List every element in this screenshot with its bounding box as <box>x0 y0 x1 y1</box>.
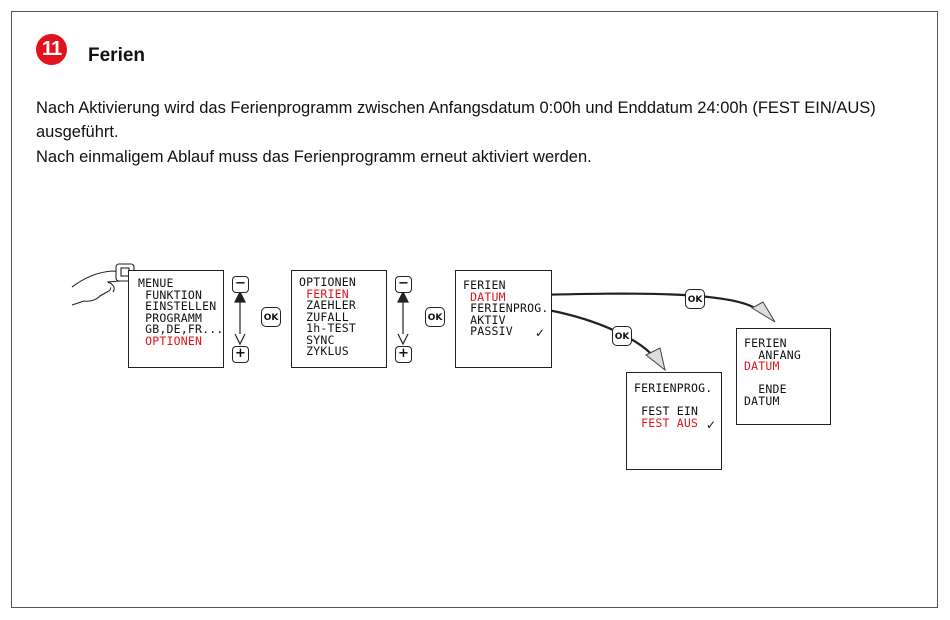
lcd-line: ZAEHLER <box>299 298 356 312</box>
lcd-screen-ferien: FERIEN DATUM FERIENPROG. AKTIV PASSIV <box>455 270 552 368</box>
lcd-line: ANFANG <box>744 347 801 362</box>
lcd-line-selected: DATUM <box>744 359 780 373</box>
lcd-line: FERIEN <box>463 278 506 292</box>
page-frame <box>11 11 938 608</box>
lcd-line: FUNKTION <box>138 287 203 302</box>
section-title: Ferien <box>88 45 146 66</box>
updown-arrow-icon-1 <box>234 290 246 346</box>
ok-button[interactable]: OK <box>685 289 705 309</box>
lcd-line: ZYKLUS <box>299 344 349 358</box>
lcd-line: ENDE <box>744 382 787 396</box>
description-paragraph-1: Nach Aktivierung wird das Ferienprogramm… <box>36 99 876 141</box>
ok-button[interactable]: OK <box>261 307 281 327</box>
minus-button[interactable]: − <box>232 276 249 293</box>
minus-button[interactable]: − <box>395 276 412 293</box>
lcd-line: SYNC <box>299 332 335 347</box>
lcd-line: FERIEN <box>744 336 787 350</box>
lcd-screen-optionen: OPTIONEN FERIEN ZAEHLER ZUFALL 1h-TEST S… <box>291 270 387 368</box>
lcd-screen-menu: MENUE FUNKTION EINSTELLEN PROGRAMM GB,DE… <box>128 270 224 368</box>
updown-arrow-icon-2 <box>397 290 409 346</box>
arrow-datum-to-ferien-datum <box>536 292 761 313</box>
lcd-line: EINSTELLEN <box>138 299 217 313</box>
lcd-line: OPTIONEN <box>299 275 356 289</box>
arrow-ferienprog-to-screen <box>547 308 656 359</box>
lcd-line-selected: FEST AUS <box>634 415 699 430</box>
plus-button[interactable]: + <box>395 346 412 363</box>
plus-button[interactable]: + <box>232 346 249 363</box>
lcd-line-selected: DATUM <box>463 289 506 304</box>
check-icon: ✓ <box>706 418 717 432</box>
ok-button[interactable]: OK <box>425 307 445 327</box>
lcd-line: ZUFALL <box>299 309 349 324</box>
lcd-line: PASSIV <box>463 324 513 338</box>
lcd-line-selected: FERIEN <box>299 286 349 301</box>
check-icon: ✓ <box>535 326 546 340</box>
lcd-line: FERIENPROG. <box>634 381 713 395</box>
lcd-line: 1h-TEST <box>299 321 356 335</box>
step-number-badge: 11 <box>36 34 67 65</box>
description-paragraph-2: Nach einmaligem Ablauf muss das Ferienpr… <box>36 148 592 166</box>
lcd-line: DATUM <box>744 393 780 408</box>
lcd-screen-ferienprog: FERIENPROG. FEST EIN FEST AUS <box>626 372 722 470</box>
lcd-line: FEST EIN <box>634 404 699 418</box>
hand-pressing-icon <box>71 263 135 306</box>
lcd-line: FERIENPROG. <box>463 301 549 315</box>
ok-button[interactable]: OK <box>612 326 632 346</box>
lcd-screen-ferien-datum: FERIEN ANFANG DATUM ENDE DATUM <box>736 328 831 425</box>
lcd-line: GB,DE,FR... <box>138 322 224 336</box>
lcd-line: AKTIV <box>463 312 506 327</box>
lcd-line: PROGRAMM <box>138 310 203 325</box>
lcd-line: MENUE <box>138 276 174 290</box>
lcd-line-selected: OPTIONEN <box>138 333 203 348</box>
